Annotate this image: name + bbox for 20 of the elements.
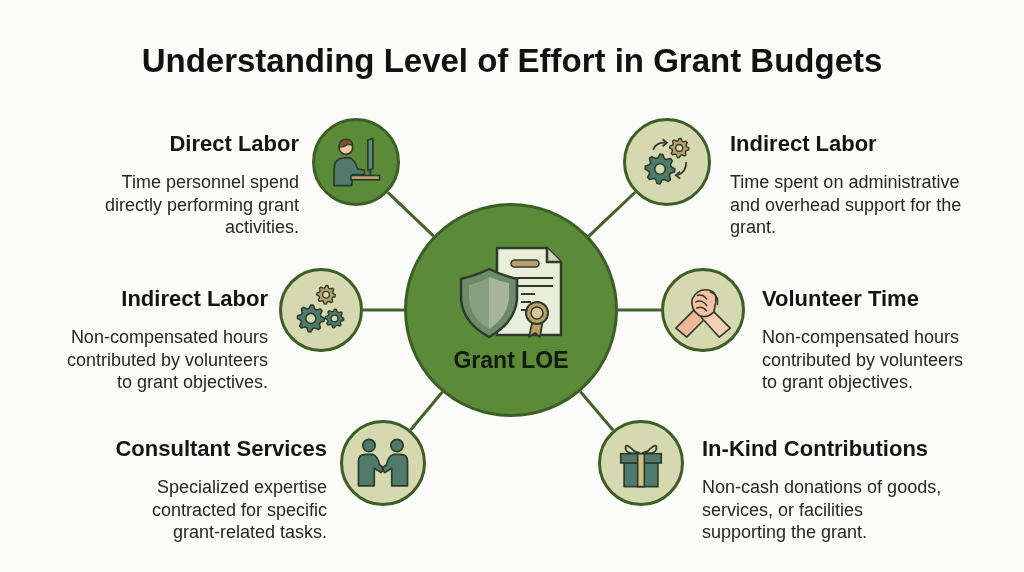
item-description: Non-compensated hours contributed by volunteers to grant objectives. (762, 326, 965, 394)
item-heading: Indirect Labor (730, 130, 877, 158)
central-label: Grant LOE (453, 346, 569, 375)
item-heading: In-Kind Contributions (702, 435, 929, 463)
diagram-title: Understanding Level of Effort in Grant Budgets (141, 41, 883, 81)
item-heading: Volunteer Time (762, 285, 919, 313)
item-heading: Indirect Labor (121, 285, 268, 313)
connector-line (587, 191, 637, 238)
connector-line (363, 308, 404, 312)
item-description: Non-cash donations of goods, services, or facilities supporting the grant. (702, 476, 943, 544)
connector-line (579, 390, 615, 432)
item-description: Non-compensated hours contributed by volunteers to grant objectives. (65, 326, 268, 394)
item-description: Specialized expertise contracted for specific grant-related tasks. (150, 476, 327, 544)
item-heading: Consultant Services (115, 435, 327, 463)
connector-line (386, 191, 435, 238)
item-description: Time personnel spend directly performing grant activities. (103, 171, 299, 239)
connector-line (618, 308, 661, 312)
connector-line (409, 391, 444, 431)
item-heading: Direct Labor (169, 130, 299, 158)
item-description: Time spent on administrative and overhead support for the grant. (730, 171, 963, 239)
